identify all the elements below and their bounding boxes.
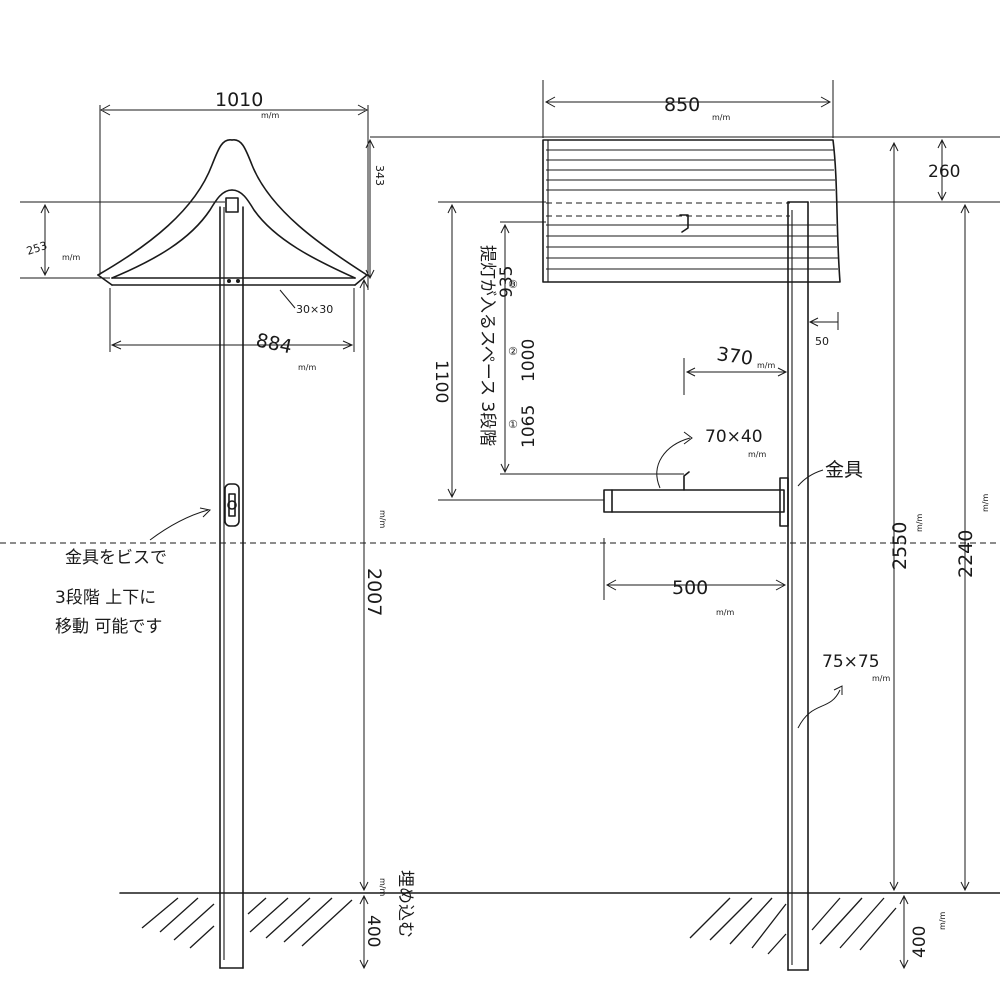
position-value: 1000 <box>519 339 539 382</box>
ground-height-unit: m/m <box>981 494 990 512</box>
arm-length-unit: m/m <box>757 361 775 370</box>
left-beam <box>111 277 356 286</box>
hook-label: 金具 <box>825 459 863 481</box>
post-height-value: 2007 <box>363 568 385 616</box>
right-post <box>787 201 809 971</box>
right-ground-hatch <box>689 897 897 955</box>
left-buried-depth-unit: m/m <box>378 878 387 896</box>
bolt-icon <box>236 279 240 283</box>
left-buried-note: 埋め込む <box>395 870 415 938</box>
roof-right-height-value: 343 <box>373 165 386 186</box>
left-view: 1010 m/m 253 m/m 343 30×30 884 m/m 金具をビス… <box>20 89 415 970</box>
bracket-note: 金具をビスで 3段階 上下に 移動 可能です <box>55 507 212 637</box>
left-ground-hatch <box>141 897 353 949</box>
post-section-value: 75×75 <box>822 652 880 672</box>
bracket-note-line-3: 移動 可能です <box>55 617 162 637</box>
right-buried-depth-value: 400 <box>910 926 930 958</box>
roof-inner-width-value: 884 <box>254 329 294 358</box>
arm-total-value: 500 <box>672 577 708 599</box>
roof-left-height-value: 253 <box>25 239 49 258</box>
position-number: ③ <box>508 278 518 291</box>
bracket-note-line-1: 金具をビスで <box>65 548 167 568</box>
roof-left-height-unit: m/m <box>62 253 80 262</box>
beam-section-label: 30×30 <box>296 303 333 316</box>
arm-length-value: 370 <box>715 343 754 370</box>
post-height-unit: m/m <box>378 510 387 528</box>
bolt-icon <box>227 279 231 283</box>
total-height-value: 2550 <box>889 522 911 570</box>
arm-section-value: 70×40 <box>705 427 763 447</box>
position-1: ① 1065 <box>508 405 539 448</box>
right-buried-depth-unit: m/m <box>938 912 947 930</box>
sign-board <box>542 139 841 283</box>
roof-width-value: 1010 <box>215 89 263 111</box>
lantern-note: 提灯が入るスペース 3段階 <box>477 245 497 446</box>
position-value: 1065 <box>519 405 539 448</box>
position-number: ② <box>508 345 518 358</box>
left-roof <box>97 139 368 286</box>
total-height-unit: m/m <box>915 514 924 532</box>
ground-height-value: 2240 <box>955 530 977 578</box>
left-buried-depth-value: 400 <box>363 915 383 947</box>
bracket-icon <box>224 483 240 527</box>
bracket-note-line-2: 3段階 上下に <box>55 588 156 608</box>
roof-inner-width-unit: m/m <box>298 363 316 372</box>
left-post <box>219 206 244 969</box>
lantern-space-height-value: 1100 <box>431 360 451 403</box>
roof-width-unit: m/m <box>261 111 279 120</box>
position-3: ③ 935 <box>497 266 518 298</box>
sign-top-gap-value: 260 <box>928 162 960 182</box>
post-offset-value: 50 <box>815 335 829 348</box>
arm-total-unit: m/m <box>716 608 734 617</box>
post-section-unit: m/m <box>872 674 890 683</box>
lantern-arm <box>603 471 789 527</box>
position-2: ② 1000 <box>508 339 539 382</box>
position-number: ① <box>508 418 518 431</box>
sign-width-unit: m/m <box>712 113 730 122</box>
position-value: 935 <box>497 266 517 298</box>
right-view: 850 m/m 260 50 370 m/m 70×40 m/m 金具 50 <box>431 80 1000 971</box>
sign-width-value: 850 <box>664 94 700 116</box>
arm-section-unit: m/m <box>748 450 766 459</box>
